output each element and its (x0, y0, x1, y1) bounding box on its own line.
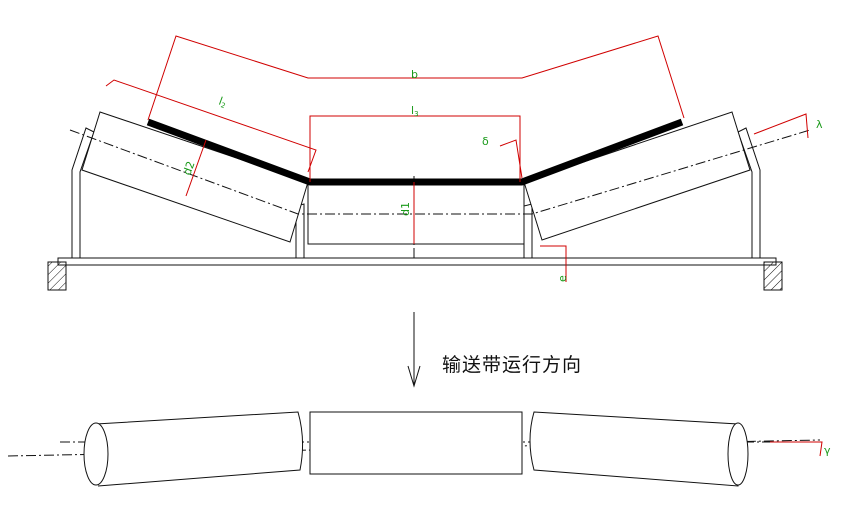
right-bracket (737, 127, 761, 258)
label-b: b (411, 68, 418, 81)
dim-l2 (105, 79, 317, 173)
dimension-lines (105, 35, 809, 282)
plan-view (7, 411, 823, 487)
base-plate (57, 257, 777, 266)
belt-profile (146, 118, 684, 186)
center-roller-plan (309, 411, 523, 475)
dim-e (540, 245, 567, 282)
dim-d2 (185, 139, 207, 197)
left-bracket (71, 127, 95, 258)
label-e: e (556, 275, 569, 282)
left-roller-end (83, 422, 109, 486)
direction-arrow (407, 312, 421, 388)
right-roller-end (727, 422, 749, 486)
right-roller (523, 111, 751, 241)
label-d1: d1 (399, 202, 412, 216)
left-foot-hatch (47, 261, 67, 291)
dimension-labels: b l2 l3 δ λ d2 d1 e (181, 68, 823, 282)
label-delta: δ (482, 135, 489, 148)
left-roller-plan (95, 411, 304, 487)
label-gamma: γ (824, 444, 831, 457)
conveyor-direction-label: 输送带运行方向 (442, 354, 583, 376)
center-roller (307, 181, 525, 245)
dim-delta (499, 139, 523, 179)
arrow-head (407, 365, 421, 388)
label-l3: l3 (411, 104, 419, 118)
left-roller (81, 111, 309, 243)
right-foot-hatch (763, 261, 783, 291)
conveyor-belt (146, 118, 684, 186)
label-l2: l2 (217, 95, 229, 111)
dim-gamma (770, 441, 823, 457)
dim-l3 (309, 115, 521, 182)
label-lambda: λ (816, 118, 823, 131)
inner-post-right (523, 203, 533, 258)
label-d2: d2 (181, 159, 198, 177)
dim-b (147, 35, 685, 121)
right-roller-plan (529, 411, 739, 487)
dim-lambda (753, 113, 809, 139)
idler-cross-section (47, 111, 811, 291)
roller-axis-line (69, 129, 811, 215)
